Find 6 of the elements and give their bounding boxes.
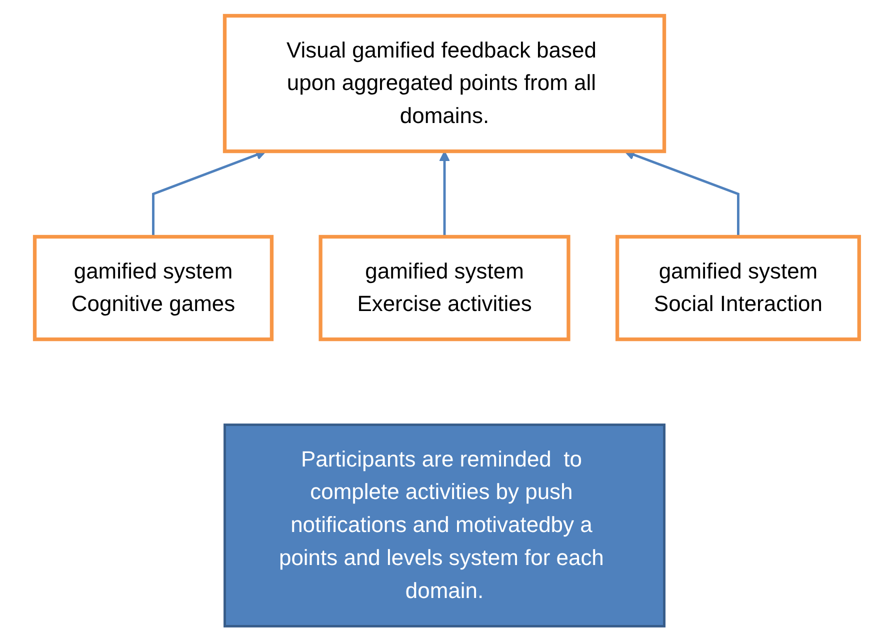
arrow: [438, 150, 450, 236]
node-box: Visual gamified feedback based upon aggregated points from all domains.: [222, 13, 666, 153]
node-box: Participants are reminded to complete activities by push notifications and motivatedby a points and levels system for each domain.: [223, 423, 666, 627]
node-box: gamified system Exercise activities: [318, 234, 570, 341]
node-box: gamified system Cognitive games: [32, 234, 274, 341]
node-box: gamified system Social Interaction: [615, 234, 861, 341]
